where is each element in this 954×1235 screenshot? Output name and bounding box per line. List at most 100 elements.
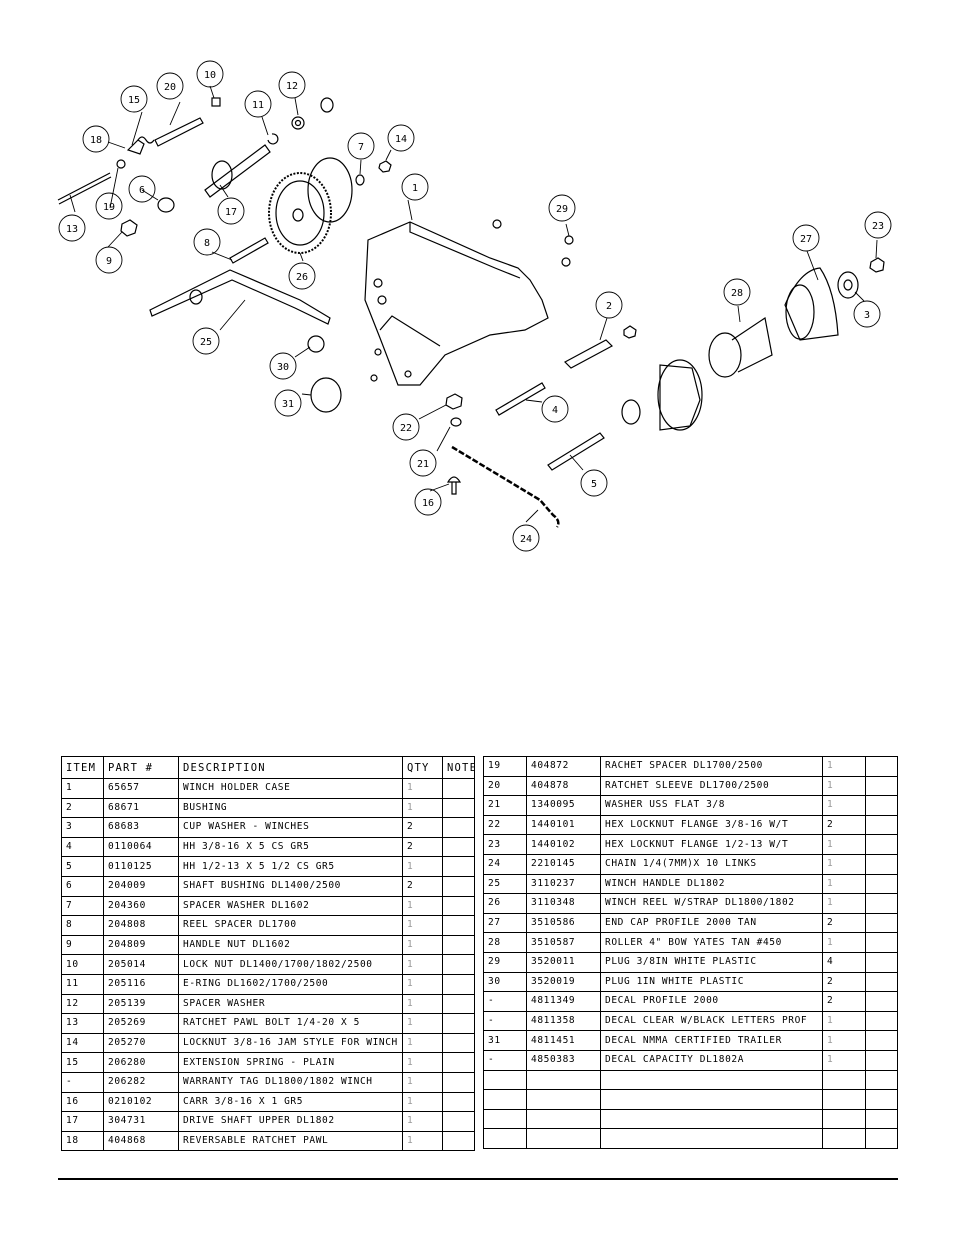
qty-cell: 1	[402, 1052, 443, 1073]
item-cell: 29	[483, 951, 527, 973]
part-14-nut	[378, 160, 392, 173]
part-number-cell	[526, 1089, 601, 1110]
svg-text:19: 19	[103, 202, 115, 213]
callout-23: 23	[864, 211, 892, 239]
item-cell: 12	[61, 993, 104, 1015]
part-bushing-top	[320, 97, 334, 113]
description-cell: ROLLER 4" BOW YATES TAN #450	[600, 932, 823, 953]
note-cell	[442, 1071, 475, 1093]
callout-5: 5	[580, 469, 608, 497]
description-cell: HEX LOCKNUT FLANGE 1/2-13 W/T	[600, 834, 823, 855]
qty-cell: 1	[402, 1091, 443, 1113]
description-cell: REVERSABLE RATCHET PAWL	[178, 1130, 403, 1152]
callout-16: 16	[414, 488, 442, 516]
callout-26: 26	[288, 262, 316, 290]
callout-22: 22	[392, 413, 420, 441]
callout-31: 31	[274, 389, 302, 417]
note-cell	[442, 1130, 475, 1152]
note-cell	[442, 797, 475, 819]
svg-text:27: 27	[800, 234, 812, 245]
part-number-cell: 65657	[103, 778, 179, 799]
item-cell: 25	[483, 873, 527, 895]
svg-text:7: 7	[358, 142, 364, 153]
qty-cell: 1	[402, 993, 443, 1015]
part-number-cell: 205116	[103, 973, 179, 995]
qty-cell: 1	[402, 954, 443, 975]
description-cell: RATCHET SLEEVE DL1700/2500	[600, 775, 823, 797]
part-9-handle-nut	[120, 219, 138, 237]
item-cell: 23	[483, 834, 527, 855]
part-number-cell: 304731	[103, 1111, 179, 1132]
description-cell: E-RING DL1602/1700/2500	[178, 973, 403, 995]
note-cell	[442, 973, 475, 995]
svg-text:20: 20	[164, 82, 176, 93]
item-cell: 13	[61, 1013, 104, 1034]
svg-text:12: 12	[286, 81, 298, 92]
qty-cell: 1	[822, 1010, 866, 1032]
part-number-cell: 3520011	[526, 951, 601, 973]
callout-12: 12	[278, 71, 306, 99]
description-cell: BUSHING	[178, 797, 403, 819]
header-qty: QTY	[402, 756, 443, 779]
description-cell: HH 1/2-13 X 5 1/2 CS GR5	[178, 856, 403, 877]
svg-text:18: 18	[90, 135, 102, 146]
qty-cell: 1	[822, 1030, 866, 1051]
item-cell: 28	[483, 932, 527, 953]
item-cell	[483, 1089, 527, 1110]
note-cell	[865, 932, 898, 953]
item-cell	[483, 1108, 527, 1130]
svg-text:30: 30	[277, 362, 289, 373]
part-number-cell: 1440102	[526, 834, 601, 855]
item-cell: 18	[61, 1130, 104, 1152]
item-cell: 31	[483, 1030, 527, 1051]
item-cell: 30	[483, 971, 527, 993]
part-18-pawl	[126, 139, 145, 155]
part-number-cell	[526, 1069, 601, 1091]
note-cell	[865, 814, 898, 836]
qty-cell: 1	[402, 856, 443, 877]
part-12-washer	[291, 116, 305, 130]
part-number-cell: 1340095	[526, 795, 601, 816]
item-cell: 21	[483, 795, 527, 816]
qty-cell: 1	[822, 873, 866, 895]
part-4-bolt	[495, 382, 546, 416]
qty-cell: 1	[402, 797, 443, 819]
description-cell: HEX LOCKNUT FLANGE 3/8-16 W/T	[600, 814, 823, 836]
header-description: DESCRIPTION	[178, 756, 403, 779]
item-cell: 7	[61, 895, 104, 917]
part-number-cell: 204009	[103, 875, 179, 897]
description-cell	[600, 1128, 823, 1149]
qty-cell: 4	[822, 951, 866, 973]
item-cell: 27	[483, 912, 527, 934]
part-number-cell: 3110237	[526, 873, 601, 895]
description-cell: RACHET SPACER DL1700/2500	[600, 756, 823, 777]
qty-cell: 1	[822, 893, 866, 914]
exploded-parts-diagram: 1 2 3 4 5 6 7 8 9 10 11 12 13 14 15 16 1…	[57, 60, 892, 552]
qty-cell: 2	[822, 971, 866, 993]
note-cell	[442, 954, 475, 975]
svg-text:22: 22	[400, 423, 412, 434]
part-number-cell	[526, 1108, 601, 1130]
part-number-cell: 1440101	[526, 814, 601, 836]
description-cell: WINCH HOLDER CASE	[178, 778, 403, 799]
callout-24: 24	[512, 524, 540, 552]
item-cell: 19	[483, 756, 527, 777]
item-cell	[483, 1069, 527, 1091]
callout-27: 27	[792, 224, 820, 252]
part-23-locknut	[869, 257, 885, 273]
part-number-cell: 205270	[103, 1032, 179, 1054]
qty-cell: 1	[402, 934, 443, 956]
callout-4: 4	[541, 395, 569, 423]
callout-19: 19	[95, 192, 123, 220]
svg-text:2: 2	[606, 301, 612, 312]
note-cell	[865, 873, 898, 895]
svg-text:10: 10	[204, 70, 216, 81]
header-item: ITEM	[61, 756, 104, 779]
